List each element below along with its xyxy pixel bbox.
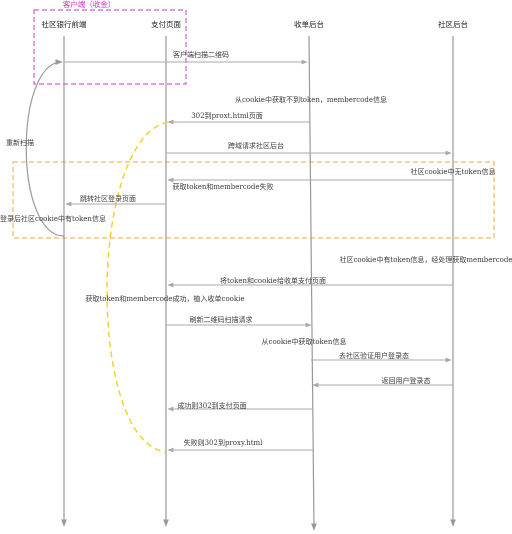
lane-title-community-back: 社区后台 — [438, 19, 468, 29]
note-no-token-community: 社区cookie中无token信息 — [411, 167, 496, 176]
lifeline-cashier — [308, 35, 317, 531]
client-group-title: 客户端（收金） — [63, 0, 116, 9]
message-label-return-login-state: 返回用户登录态 — [382, 376, 431, 385]
message-label-fail-302: 失败则302到proxy.html — [184, 438, 264, 447]
message-label-302-proxy: 302到proxt.html页面 — [191, 112, 263, 120]
message-label-verify-login: 去社区验证用户登录态 — [339, 351, 409, 360]
note-token-membercode: 社区cookie中有token信息，经处理获取membercode — [339, 255, 512, 264]
note-get-token: 从cookie中获取token信息 — [262, 337, 347, 346]
message-label-refresh-qr: 刷新二维码扫描请求 — [190, 315, 253, 324]
note-login-token: 登录后社区cookie中有token信息 — [0, 214, 106, 223]
lane-title-cashier: 收单后台 — [294, 19, 324, 29]
client-group-box — [33, 9, 187, 85]
note-fetch-success: 获取token和membercode成功，植入收单cookie — [85, 294, 244, 303]
message-label-scan-qr: 客户端扫描二维码 — [173, 50, 229, 59]
message-label-cross-domain: 跨域请求社区后台 — [228, 141, 284, 150]
message-label-success-302: 成功则302到支付页面 — [177, 401, 246, 410]
rescan-loop-curve — [25, 59, 65, 237]
rescan-loop-label: 重新扫描 — [6, 138, 34, 147]
login-branch-box — [12, 161, 495, 239]
message-label-pass-token: 将token和cookie给收单支付页面 — [220, 276, 326, 285]
note-no-token-in-cookie: 从cookie中获取不到token，membercode信息 — [235, 95, 387, 104]
message-label-goto-login: 跳转社区登录页面 — [80, 194, 136, 203]
message-label-fetch-failed: 获取token和membercode失败 — [172, 182, 273, 191]
lane-title-community-front: 社区银行前端 — [42, 19, 87, 29]
redirect-flow-curve — [106, 121, 169, 453]
lane-title-pay-page: 支付页面 — [151, 19, 181, 29]
